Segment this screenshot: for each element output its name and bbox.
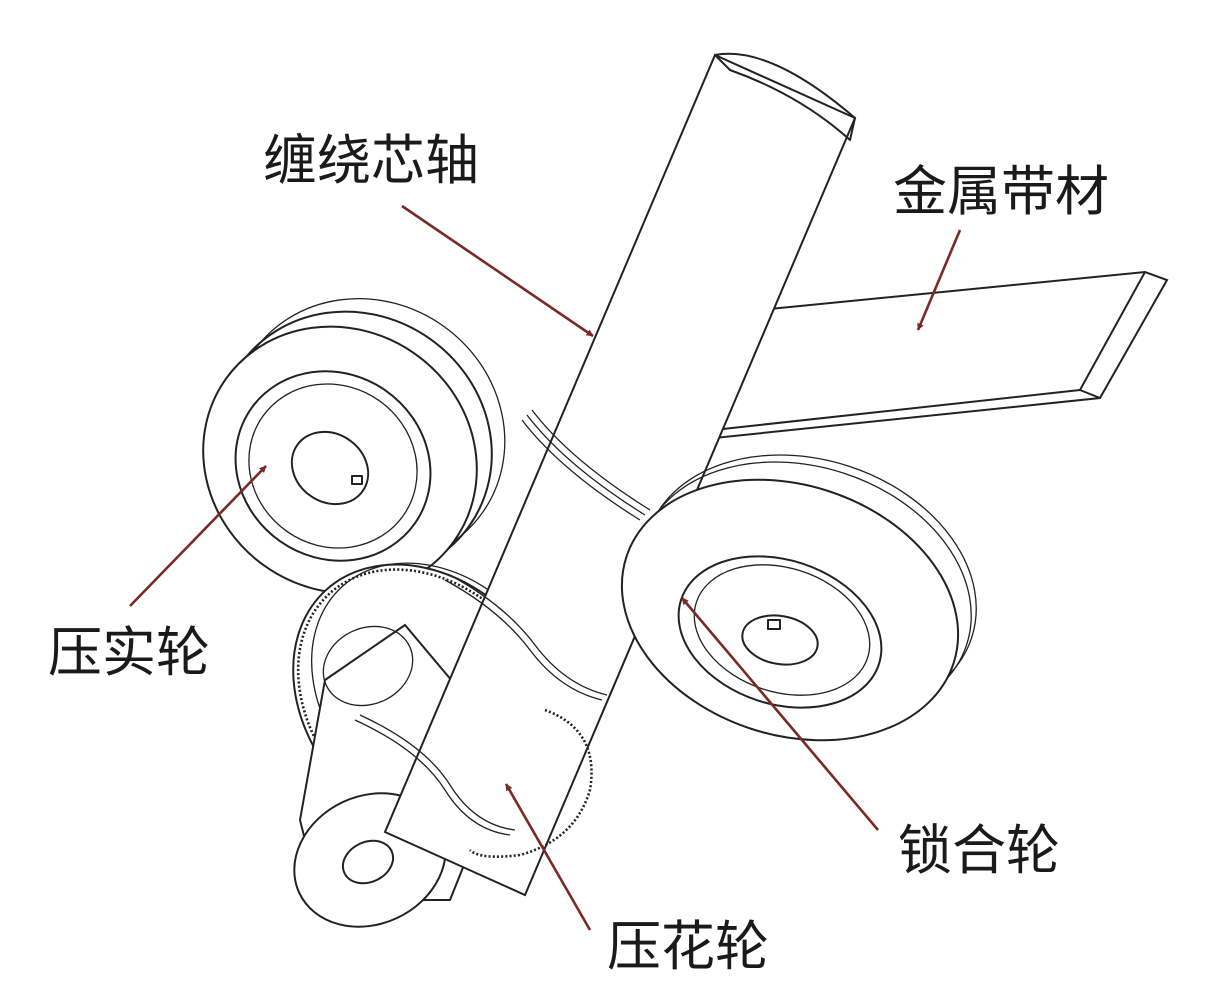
- metal-strip-label: 金属带材: [893, 160, 1109, 223]
- locking-wheel: [620, 454, 977, 742]
- embossing-gear-teeth: [469, 708, 593, 858]
- embossing-wheel-arrow: [504, 783, 592, 931]
- embossing-wheel-label: 压花轮: [607, 915, 769, 978]
- compaction-wheel-label: 压实轮: [48, 621, 210, 684]
- winding-mandrel: [354, 52, 857, 897]
- locking-wheel-arrow: [681, 597, 879, 831]
- mandrel-arrow: [401, 204, 594, 338]
- compaction-wheel-arrow: [129, 465, 267, 607]
- compaction-wheel: [202, 297, 506, 595]
- metal-strip-arrow: [916, 229, 962, 331]
- locking-wheel-label: 锁合轮: [898, 819, 1060, 882]
- mandrel-label: 缠绕芯轴: [263, 129, 479, 192]
